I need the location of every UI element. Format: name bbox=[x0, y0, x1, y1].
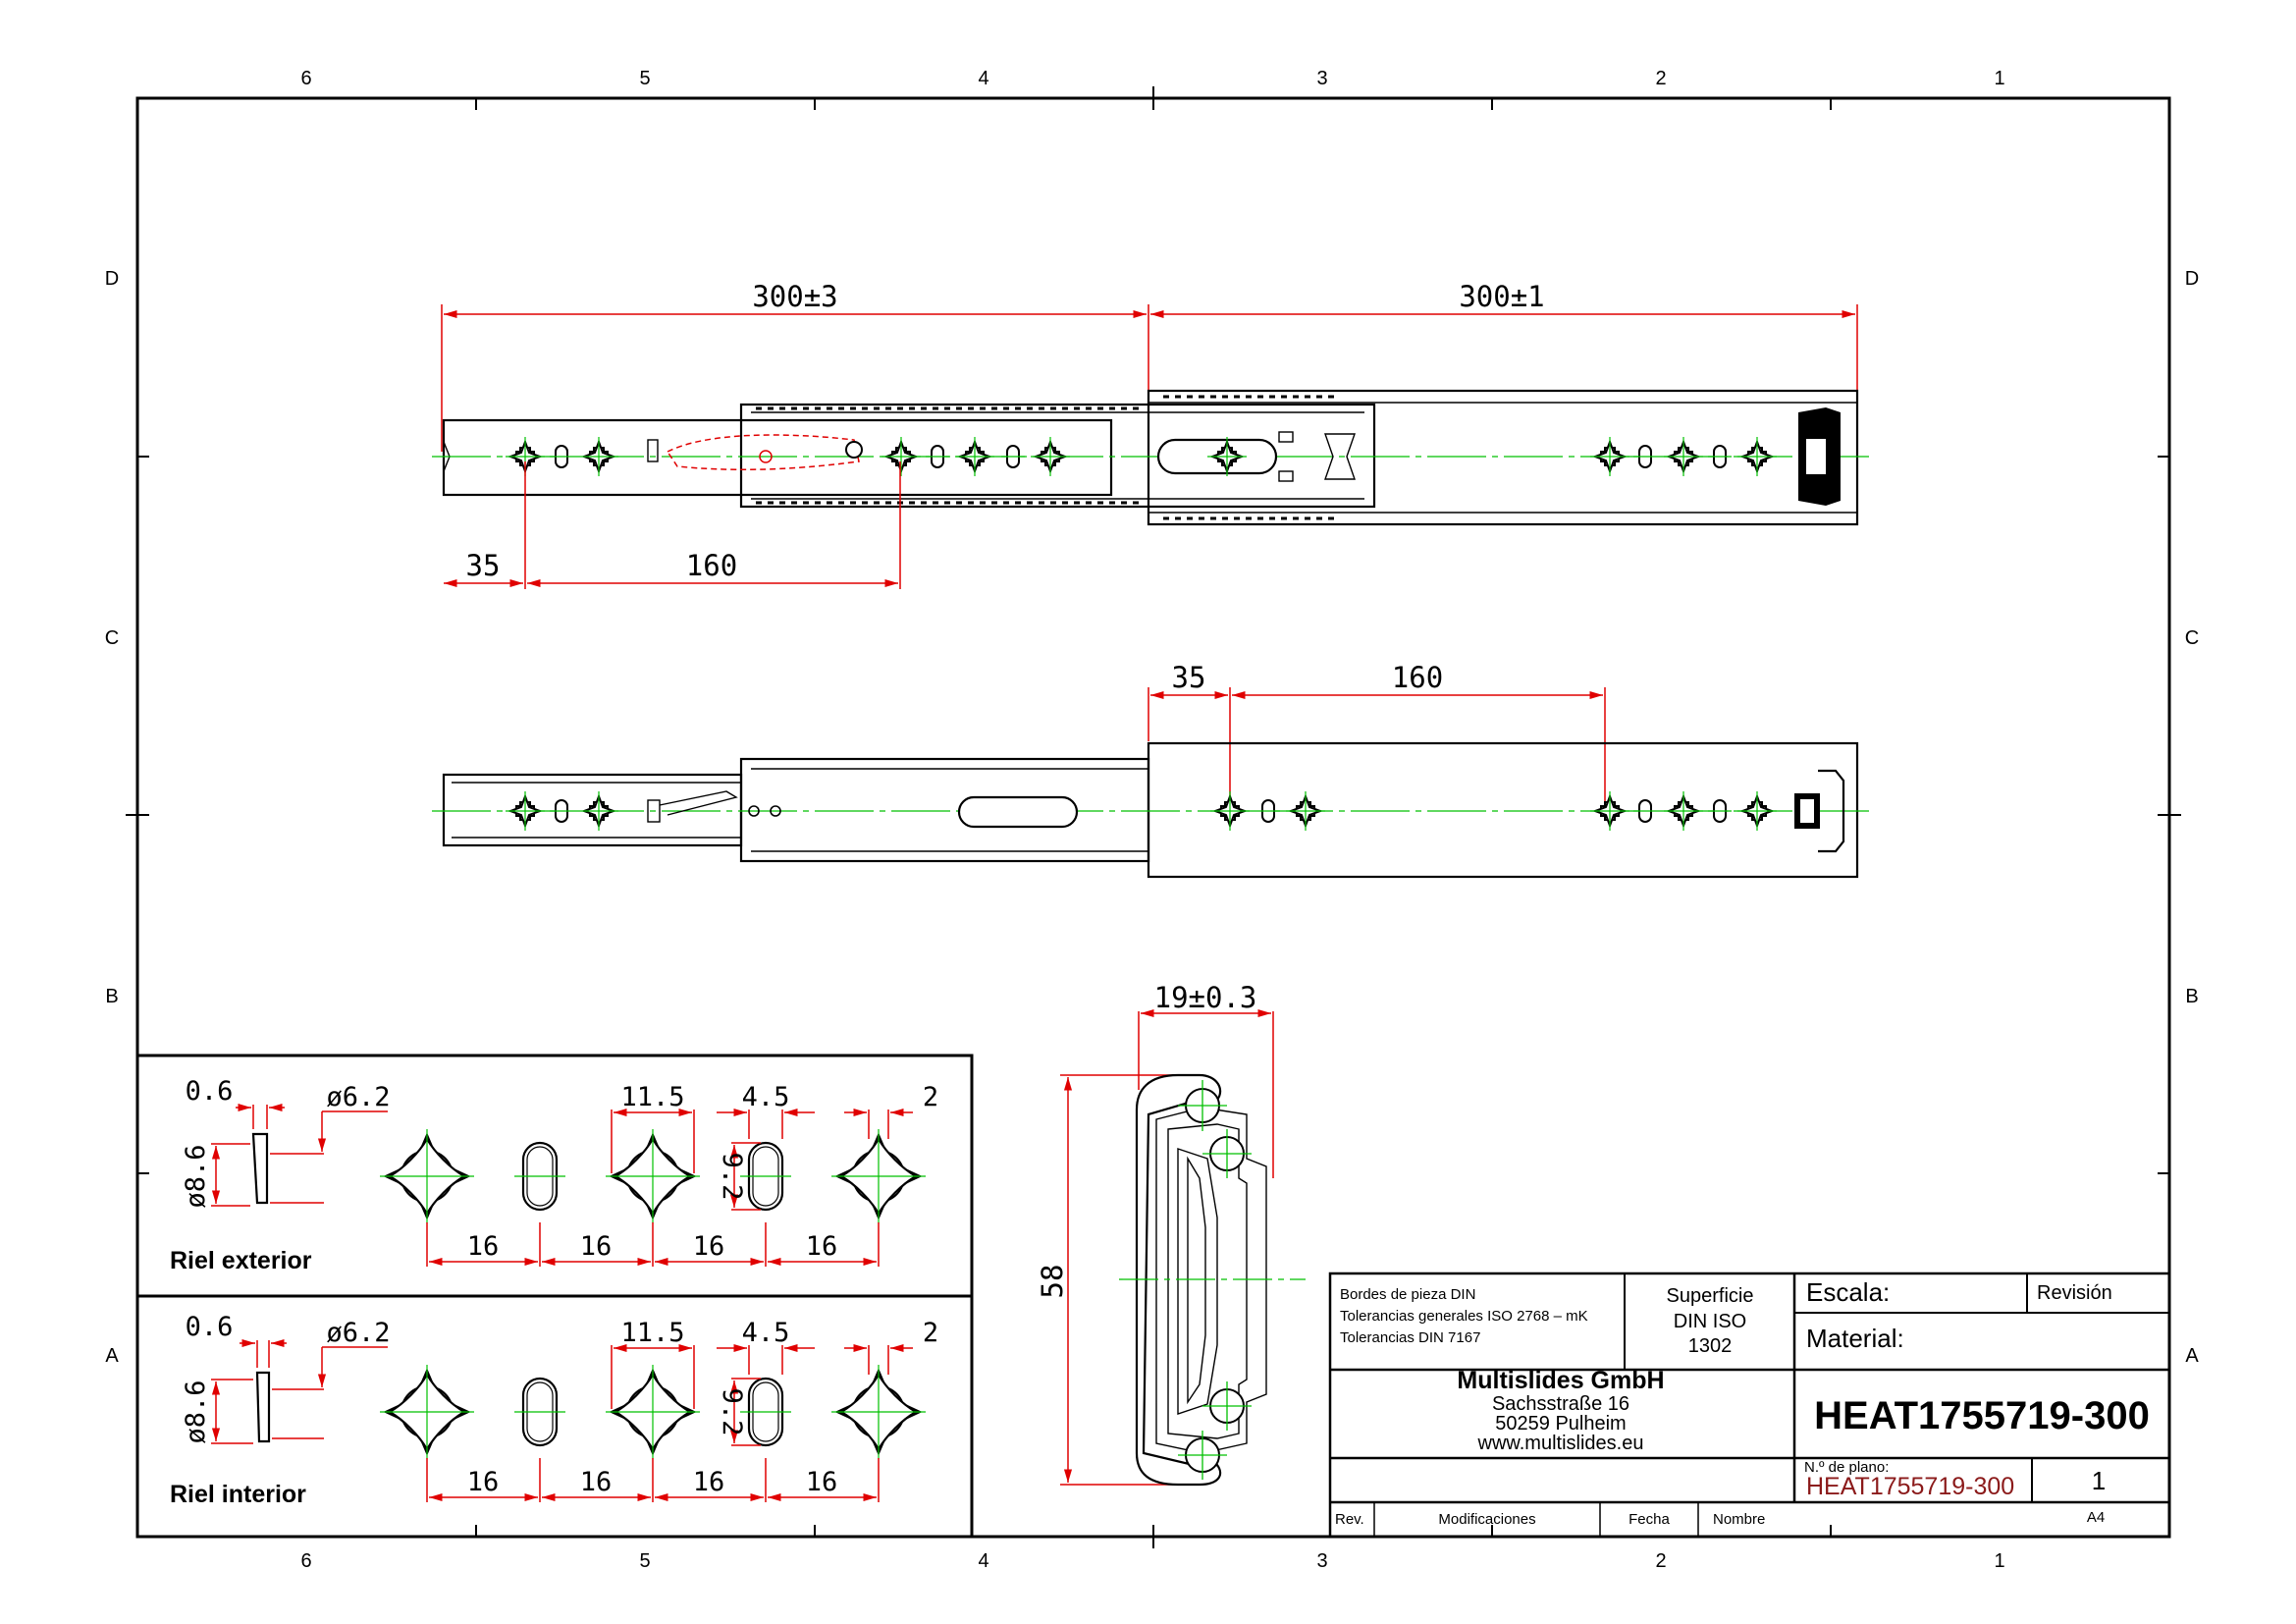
note-din-tolerances: Tolerancias DIN 7167 bbox=[1340, 1329, 1480, 1346]
dim-outer-pitch-1: 16 bbox=[467, 1231, 500, 1262]
drawing-number-label: N.º de plano: bbox=[1804, 1459, 1889, 1476]
zone-row-a-right: A bbox=[2185, 1345, 2199, 1367]
zone-row-d-right: D bbox=[2185, 268, 2199, 290]
retracted-view: 35 160 bbox=[432, 661, 1870, 879]
detail-inner-label: Riel interior bbox=[170, 1481, 306, 1508]
zone-col-2-top: 2 bbox=[1655, 68, 1666, 89]
surface-label: Superficie bbox=[1667, 1285, 1754, 1307]
dim-inner-pitch-4: 16 bbox=[806, 1467, 838, 1497]
detail-outer-label: Riel exterior bbox=[170, 1247, 312, 1274]
dim-outer-hole: ø6.2 bbox=[326, 1082, 390, 1112]
inner-rail bbox=[442, 418, 1113, 497]
dim-outer-thickness: 0.6 bbox=[186, 1076, 234, 1107]
zone-col-6-top: 6 bbox=[300, 68, 311, 89]
dim-inner-slot-height: 9.2 bbox=[717, 1388, 747, 1436]
dim-total-right: 300±1 bbox=[1459, 280, 1544, 313]
dim-inner-hole: ø6.2 bbox=[326, 1318, 390, 1348]
zone-col-3-top: 3 bbox=[1316, 68, 1327, 89]
detail-outer: Riel exterior 0.6 ø6.2 ø8.6 11.5 4.5 bbox=[135, 1054, 974, 1298]
dim-total-left: 300±3 bbox=[752, 280, 837, 313]
dim-inner-pitch-1: 16 bbox=[467, 1467, 500, 1497]
company-website: www.multislides.eu bbox=[1477, 1433, 1644, 1454]
dim-section-width: 19±0.3 bbox=[1154, 981, 1257, 1014]
dim-inner-thickness: 0.6 bbox=[186, 1312, 234, 1342]
paper-format: A4 bbox=[2087, 1509, 2105, 1526]
company-street: Sachsstraße 16 bbox=[1492, 1393, 1629, 1415]
dim-section-height: 58 bbox=[1036, 1265, 1069, 1299]
dim-offset-retracted: 35 bbox=[1172, 661, 1206, 694]
company-name: Multislides GmbH bbox=[1457, 1367, 1664, 1394]
zone-col-4-bottom: 4 bbox=[978, 1550, 988, 1572]
dim-inner-diameter: ø8.6 bbox=[181, 1380, 211, 1443]
date-column-label: Fecha bbox=[1629, 1511, 1670, 1528]
title-block: Bordes de pieza DIN Tolerancias generale… bbox=[1328, 1272, 2171, 1539]
outer-rail bbox=[1147, 389, 1859, 526]
zone-labels: 6 5 4 3 2 1 6 5 4 3 2 1 D C B A D C B A bbox=[105, 68, 2200, 1572]
zone-row-c-right: C bbox=[2185, 627, 2199, 649]
dim-outer-slot-width: 4.5 bbox=[742, 1082, 790, 1112]
changes-column-label: Modificaciones bbox=[1438, 1511, 1535, 1528]
zone-row-b-left: B bbox=[105, 986, 118, 1007]
scale-label: Escala: bbox=[1806, 1277, 1890, 1307]
zone-row-b-right: B bbox=[2185, 986, 2198, 1007]
section-view: 19±0.3 58 bbox=[1036, 981, 1306, 1487]
dim-outer-pitch-4: 16 bbox=[806, 1231, 838, 1262]
dim-outer-diameter: ø8.6 bbox=[181, 1144, 211, 1208]
dim-outer-pitch-2: 16 bbox=[580, 1231, 613, 1262]
zone-row-c-left: C bbox=[105, 627, 119, 649]
zone-col-1-bottom: 1 bbox=[1994, 1550, 2004, 1572]
dim-outer-slot-height: 9.2 bbox=[717, 1153, 747, 1201]
dim-inner-slot-length: 11.5 bbox=[620, 1318, 684, 1348]
dim-inner-pitch-2: 16 bbox=[580, 1467, 613, 1497]
sheet-number: 1 bbox=[2092, 1466, 2106, 1495]
zone-col-2-bottom: 2 bbox=[1655, 1550, 1666, 1572]
extended-view: 300±3 300±1 bbox=[432, 280, 1870, 589]
dim-inner-edge: 2 bbox=[923, 1318, 938, 1348]
zone-col-5-top: 5 bbox=[639, 68, 650, 89]
detail-inner: Riel interior 0.6 ø6.2 ø8.6 11.5 4.5 bbox=[135, 1294, 974, 1539]
drawing-number: HEAT1755719-300 bbox=[1806, 1473, 2014, 1500]
company-city: 50259 Pulheim bbox=[1495, 1413, 1626, 1435]
name-column-label: Nombre bbox=[1713, 1511, 1765, 1528]
surface-number: 1302 bbox=[1688, 1335, 1733, 1357]
zone-col-5-bottom: 5 bbox=[639, 1550, 650, 1572]
dim-outer-pitch-3: 16 bbox=[693, 1231, 725, 1262]
zone-row-d-left: D bbox=[105, 268, 119, 290]
dim-outer-slot-length: 11.5 bbox=[620, 1082, 684, 1112]
surface-standard: DIN ISO bbox=[1674, 1311, 1746, 1332]
dim-pitch-retracted: 160 bbox=[1392, 661, 1443, 694]
dim-offset-extended: 35 bbox=[466, 549, 501, 582]
drawing-frame bbox=[126, 86, 2181, 1548]
dim-outer-edge: 2 bbox=[923, 1082, 938, 1112]
dim-pitch-extended: 160 bbox=[686, 549, 737, 582]
part-number: HEAT1755719-300 bbox=[1814, 1394, 2150, 1437]
rev-column-label: Rev. bbox=[1335, 1511, 1364, 1528]
zone-col-6-bottom: 6 bbox=[300, 1550, 311, 1572]
zone-col-3-bottom: 3 bbox=[1316, 1550, 1327, 1572]
middle-rail bbox=[739, 403, 1376, 509]
zone-row-a-left: A bbox=[105, 1345, 119, 1367]
zone-col-1-top: 1 bbox=[1994, 68, 2004, 89]
dim-inner-pitch-3: 16 bbox=[693, 1467, 725, 1497]
zone-col-4-top: 4 bbox=[978, 68, 988, 89]
material-label: Material: bbox=[1806, 1324, 1904, 1353]
note-general-tolerances: Tolerancias generales ISO 2768 – mK bbox=[1340, 1308, 1588, 1325]
dim-inner-slot-width: 4.5 bbox=[742, 1318, 790, 1348]
note-edges: Bordes de pieza DIN bbox=[1340, 1286, 1475, 1303]
revision-label: Revisión bbox=[2037, 1282, 2112, 1304]
